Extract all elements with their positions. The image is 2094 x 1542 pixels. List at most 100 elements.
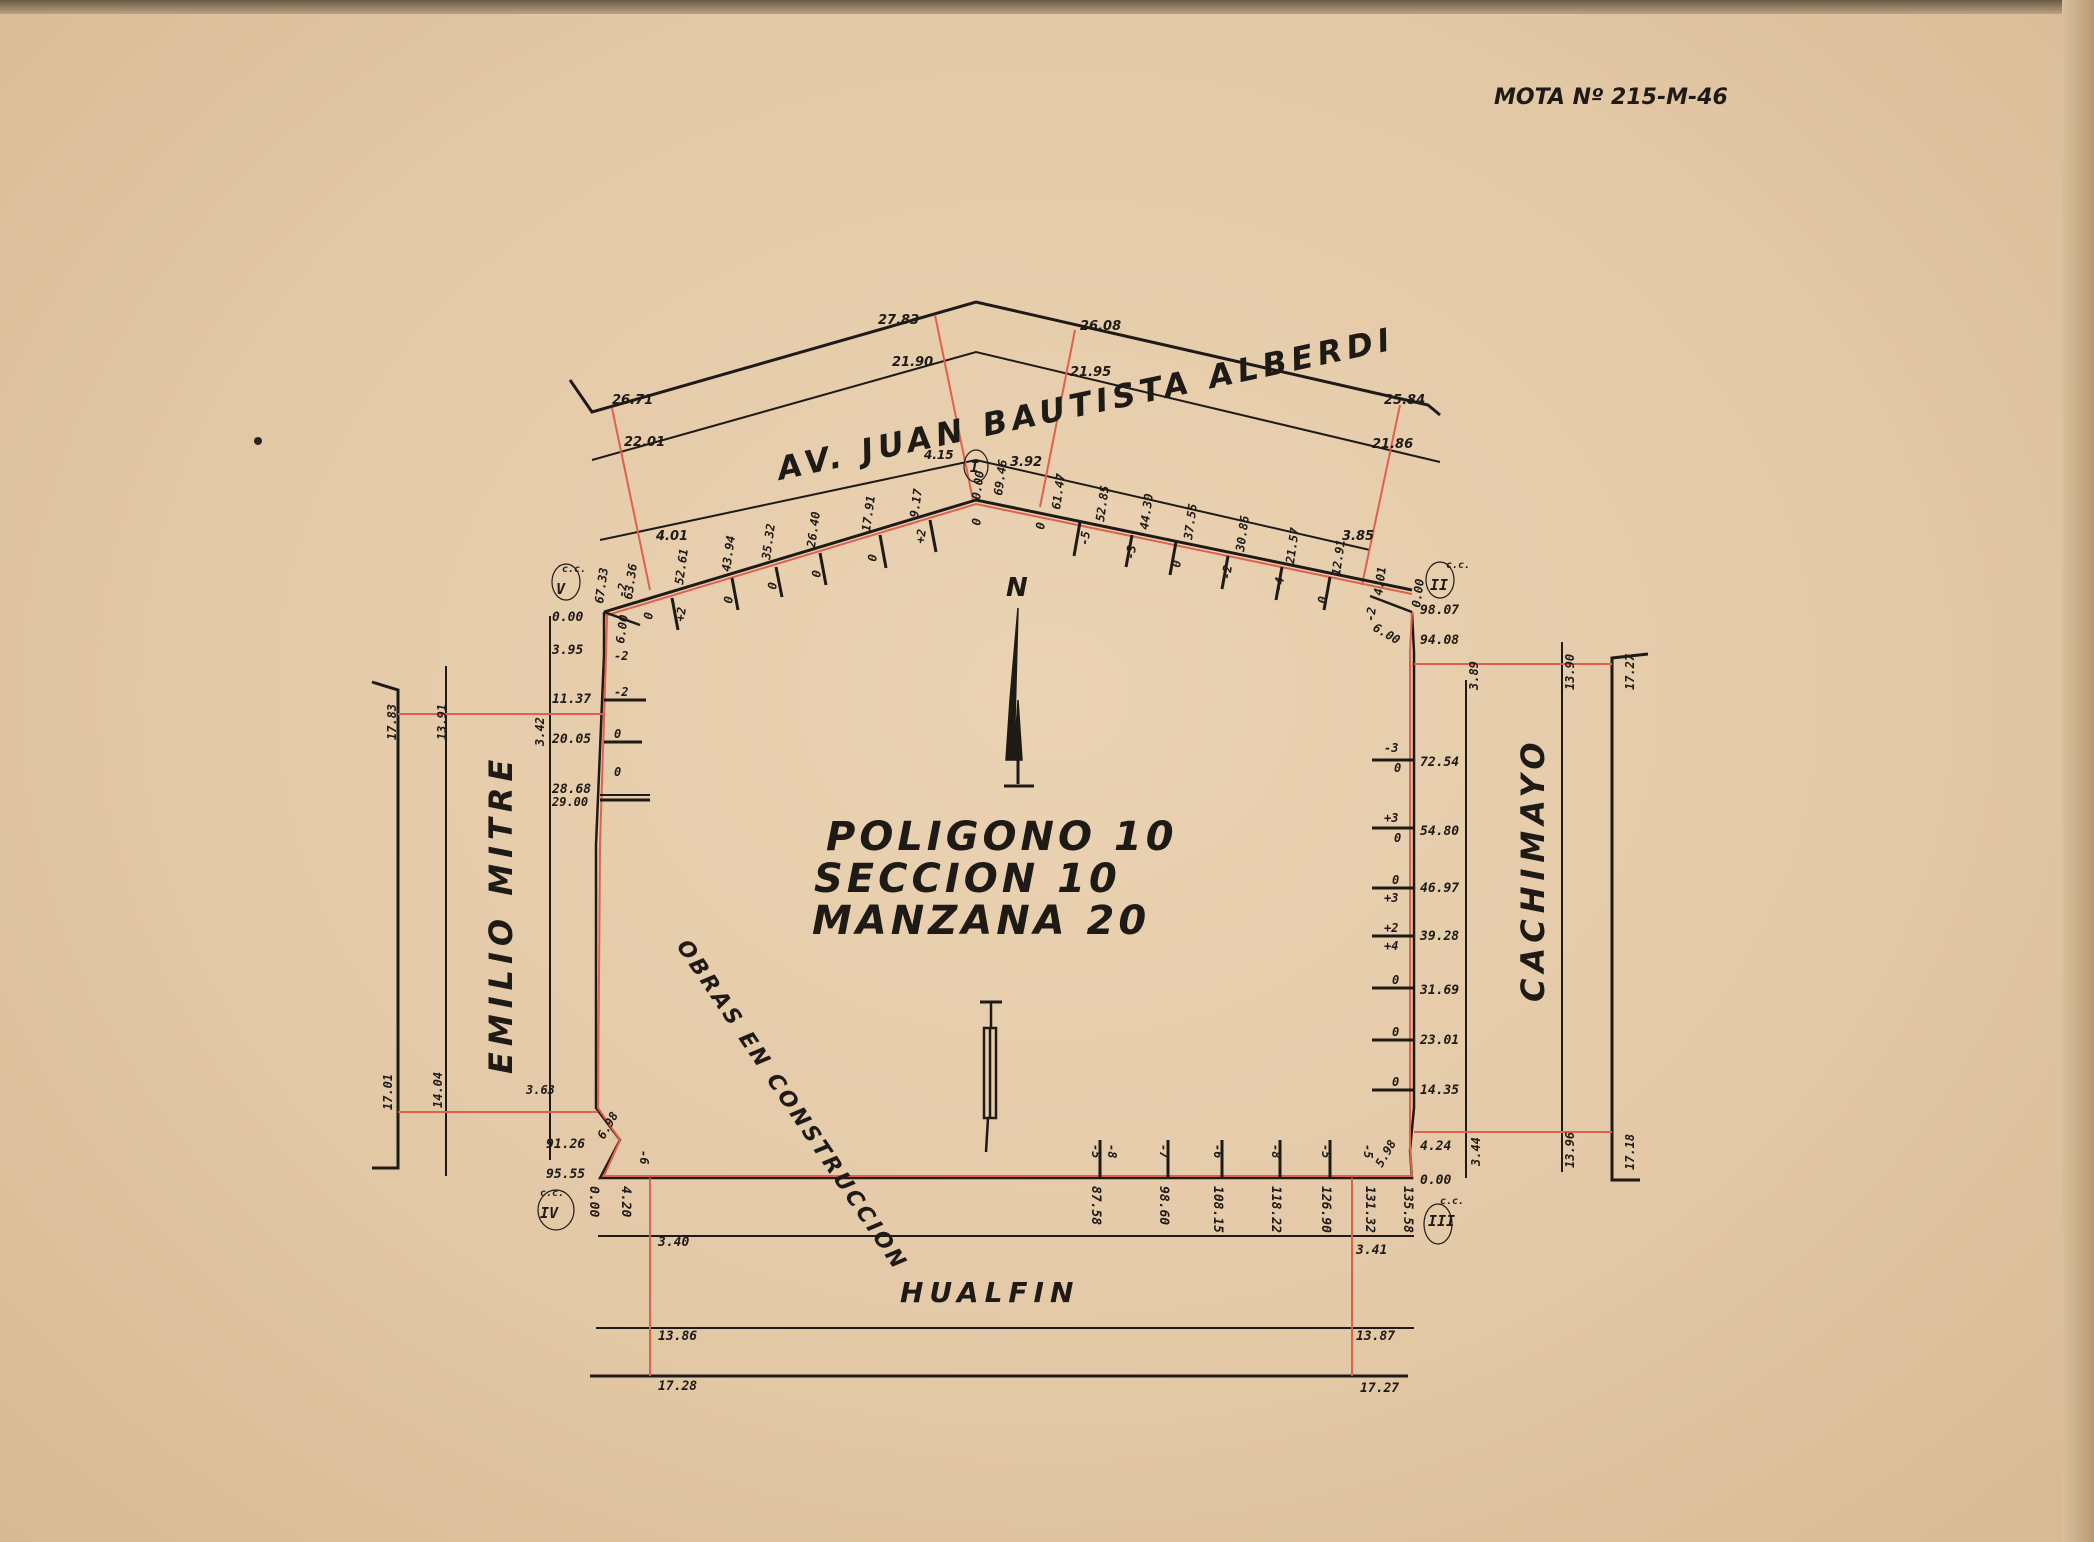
north-middle-d: 21.86 xyxy=(1372,437,1413,452)
width-south-l1: 13.86 xyxy=(658,1329,697,1344)
north-outer-b: 27.83 xyxy=(878,313,919,328)
chainage-north-18: 0.00 xyxy=(1409,578,1427,609)
north-avenue-lines xyxy=(568,300,1441,591)
offset-east-1: 0 xyxy=(1394,761,1401,775)
offset-north-l4: 0 xyxy=(765,581,780,590)
offset-east-10: 0 xyxy=(1392,1075,1399,1089)
block-title: POLIGONO 10 SECCION 10 MANZANA 20 xyxy=(812,814,1174,944)
offset-east-7: +4 xyxy=(1384,939,1398,953)
chainage-north-3: 43.94 xyxy=(719,535,738,573)
offset-west-0: -2 xyxy=(614,649,628,663)
offset-east-5: +3 xyxy=(1384,891,1398,905)
construction-note: OBRAS EN CONSTRUCCION xyxy=(671,935,912,1275)
offset-south-2: -8 xyxy=(1105,1144,1119,1158)
width-south-r0: 3.41 xyxy=(1355,1243,1387,1258)
chainage-south-6: 126.90 xyxy=(1318,1186,1333,1233)
chainage-north-13: 37.55 xyxy=(1181,503,1200,542)
chainage-west-0: 0.00 xyxy=(552,610,583,625)
width-south-l2: 17.28 xyxy=(658,1379,697,1394)
chainage-east-1: 94.08 xyxy=(1420,633,1459,648)
block-outline xyxy=(594,498,1416,1180)
width-east-4: 13.96 xyxy=(1563,1132,1577,1168)
offset-east-4: 0 xyxy=(1392,873,1399,887)
north-middle-b: 21.90 xyxy=(892,355,933,370)
offset-east-6: +2 xyxy=(1384,921,1398,935)
width-west-3: 17.01 xyxy=(381,1074,395,1110)
chainage-south-4: 108.15 xyxy=(1210,1186,1225,1233)
south-chainage-labels: 0.00 4.20 87.58 98.60 108.15 118.22 126.… xyxy=(586,1186,1415,1233)
street-name-north: AV. JUAN BAUTISTA ALBERDI xyxy=(771,320,1398,489)
chainage-north-17: 4.01 xyxy=(1371,566,1389,597)
chainage-east-4: 46.97 xyxy=(1420,881,1459,896)
corner-IV: IV xyxy=(540,1204,559,1222)
corner-II: II xyxy=(1430,576,1448,594)
offset-west-3: 0 xyxy=(614,765,621,779)
chainage-north-8: 0.00 xyxy=(969,470,987,501)
north-inner-d: 3.85 xyxy=(1342,529,1374,544)
chainage-north-16: 12.91 xyxy=(1329,539,1348,577)
chainage-west-2: 11.37 xyxy=(552,692,591,707)
chainage-east-0: 98.07 xyxy=(1420,603,1459,618)
offset-west-1: -2 xyxy=(614,685,628,699)
chainage-west-6: 91.26 xyxy=(546,1137,585,1152)
chainage-north-7: 9.17 xyxy=(907,487,925,518)
corner-cut-east-bottom: 5.98 xyxy=(1372,1137,1399,1169)
document-ref: MOTA Nº 215-M-46 xyxy=(1494,85,1728,110)
offset-north-l5: 0 xyxy=(809,569,824,578)
chainage-west-7: 95.55 xyxy=(546,1167,585,1182)
offset-north-r0: 0 xyxy=(1033,521,1048,530)
chainage-east-3: 54.80 xyxy=(1420,824,1459,839)
east-offset-labels: -3 0 +3 0 0 +3 +2 +4 0 0 0 xyxy=(1384,741,1401,1089)
east-width-labels: 17.27 13.90 3.89 17.18 13.96 3.44 xyxy=(1467,653,1637,1170)
chainage-east-7: 23.01 xyxy=(1419,1033,1459,1048)
width-south-r1: 13.87 xyxy=(1356,1329,1395,1344)
offset-north-l8: 0 xyxy=(969,517,984,526)
compass-north-label: N xyxy=(1006,573,1028,603)
corner-III-cc: c.c. xyxy=(1440,1196,1464,1207)
corner-V-cc: c.c. xyxy=(562,564,586,575)
chainage-north-10: 61.47 xyxy=(1049,472,1068,510)
north-outer-a: 26.71 xyxy=(612,393,653,408)
north-ticks xyxy=(670,519,1332,631)
north-outer-c: 26.08 xyxy=(1080,319,1121,334)
south-ticks xyxy=(1098,1140,1332,1178)
chainage-east-6: 31.69 xyxy=(1419,983,1459,998)
street-name-east: CACHIMAYO xyxy=(1514,736,1552,1002)
chainage-south-8: 135.58 xyxy=(1400,1186,1415,1233)
north-arrow: N xyxy=(980,573,1034,1153)
west-chainage-labels: 0.00 3.95 11.37 20.05 28.68 29.00 91.26 … xyxy=(546,610,591,1182)
chainage-west-5: 29.00 xyxy=(551,795,588,809)
street-name-south: HUALFIN xyxy=(900,1276,1079,1309)
chainage-east-5: 39.28 xyxy=(1419,929,1459,944)
width-east-2: 3.89 xyxy=(1467,661,1481,691)
west-offset-labels: -2 -2 0 0 xyxy=(614,649,628,779)
chainage-south-1: 4.20 xyxy=(618,1186,633,1217)
chainage-north-5: 26.40 xyxy=(804,511,823,550)
chainage-north-1: 63.36 xyxy=(621,563,640,601)
chainage-east-10: 0.00 xyxy=(1420,1173,1451,1188)
offset-north-l2: +2 xyxy=(673,606,689,622)
south-width-labels: 3.40 13.86 17.28 3.41 13.87 17.27 xyxy=(657,1235,1399,1396)
offset-north-r5: -4 xyxy=(1271,576,1287,592)
north-middle-a: 22.01 xyxy=(624,435,665,450)
offset-north-r3: 0 xyxy=(1169,559,1184,568)
east-ticks xyxy=(1372,758,1414,1092)
chainage-south-7: 131.32 xyxy=(1362,1186,1377,1233)
chainage-north-4: 35.32 xyxy=(759,523,778,562)
east-street-lines xyxy=(1414,642,1649,1182)
chainage-south-2: 87.58 xyxy=(1088,1186,1103,1225)
offset-west-2: 0 xyxy=(614,727,621,741)
width-south-l0: 3.40 xyxy=(657,1235,689,1250)
offset-south-1: -5 xyxy=(1089,1144,1103,1158)
offset-north-r7: -2 xyxy=(1363,606,1379,622)
offset-north-l7: +2 xyxy=(913,528,929,544)
ink-dot xyxy=(254,437,262,445)
west-street-lines xyxy=(371,616,650,1176)
chainage-south-5: 118.22 xyxy=(1268,1186,1283,1233)
chainage-north-14: 30.86 xyxy=(1233,515,1252,554)
scan-top-edge xyxy=(0,0,2094,14)
north-offset-labels: -2 0 +2 0 0 0 0 +2 0 0 -5 -3 0 -2 -4 0 -… xyxy=(614,517,1379,622)
chainage-south-3: 98.60 xyxy=(1156,1186,1171,1225)
offset-north-l1: 0 xyxy=(641,611,656,620)
